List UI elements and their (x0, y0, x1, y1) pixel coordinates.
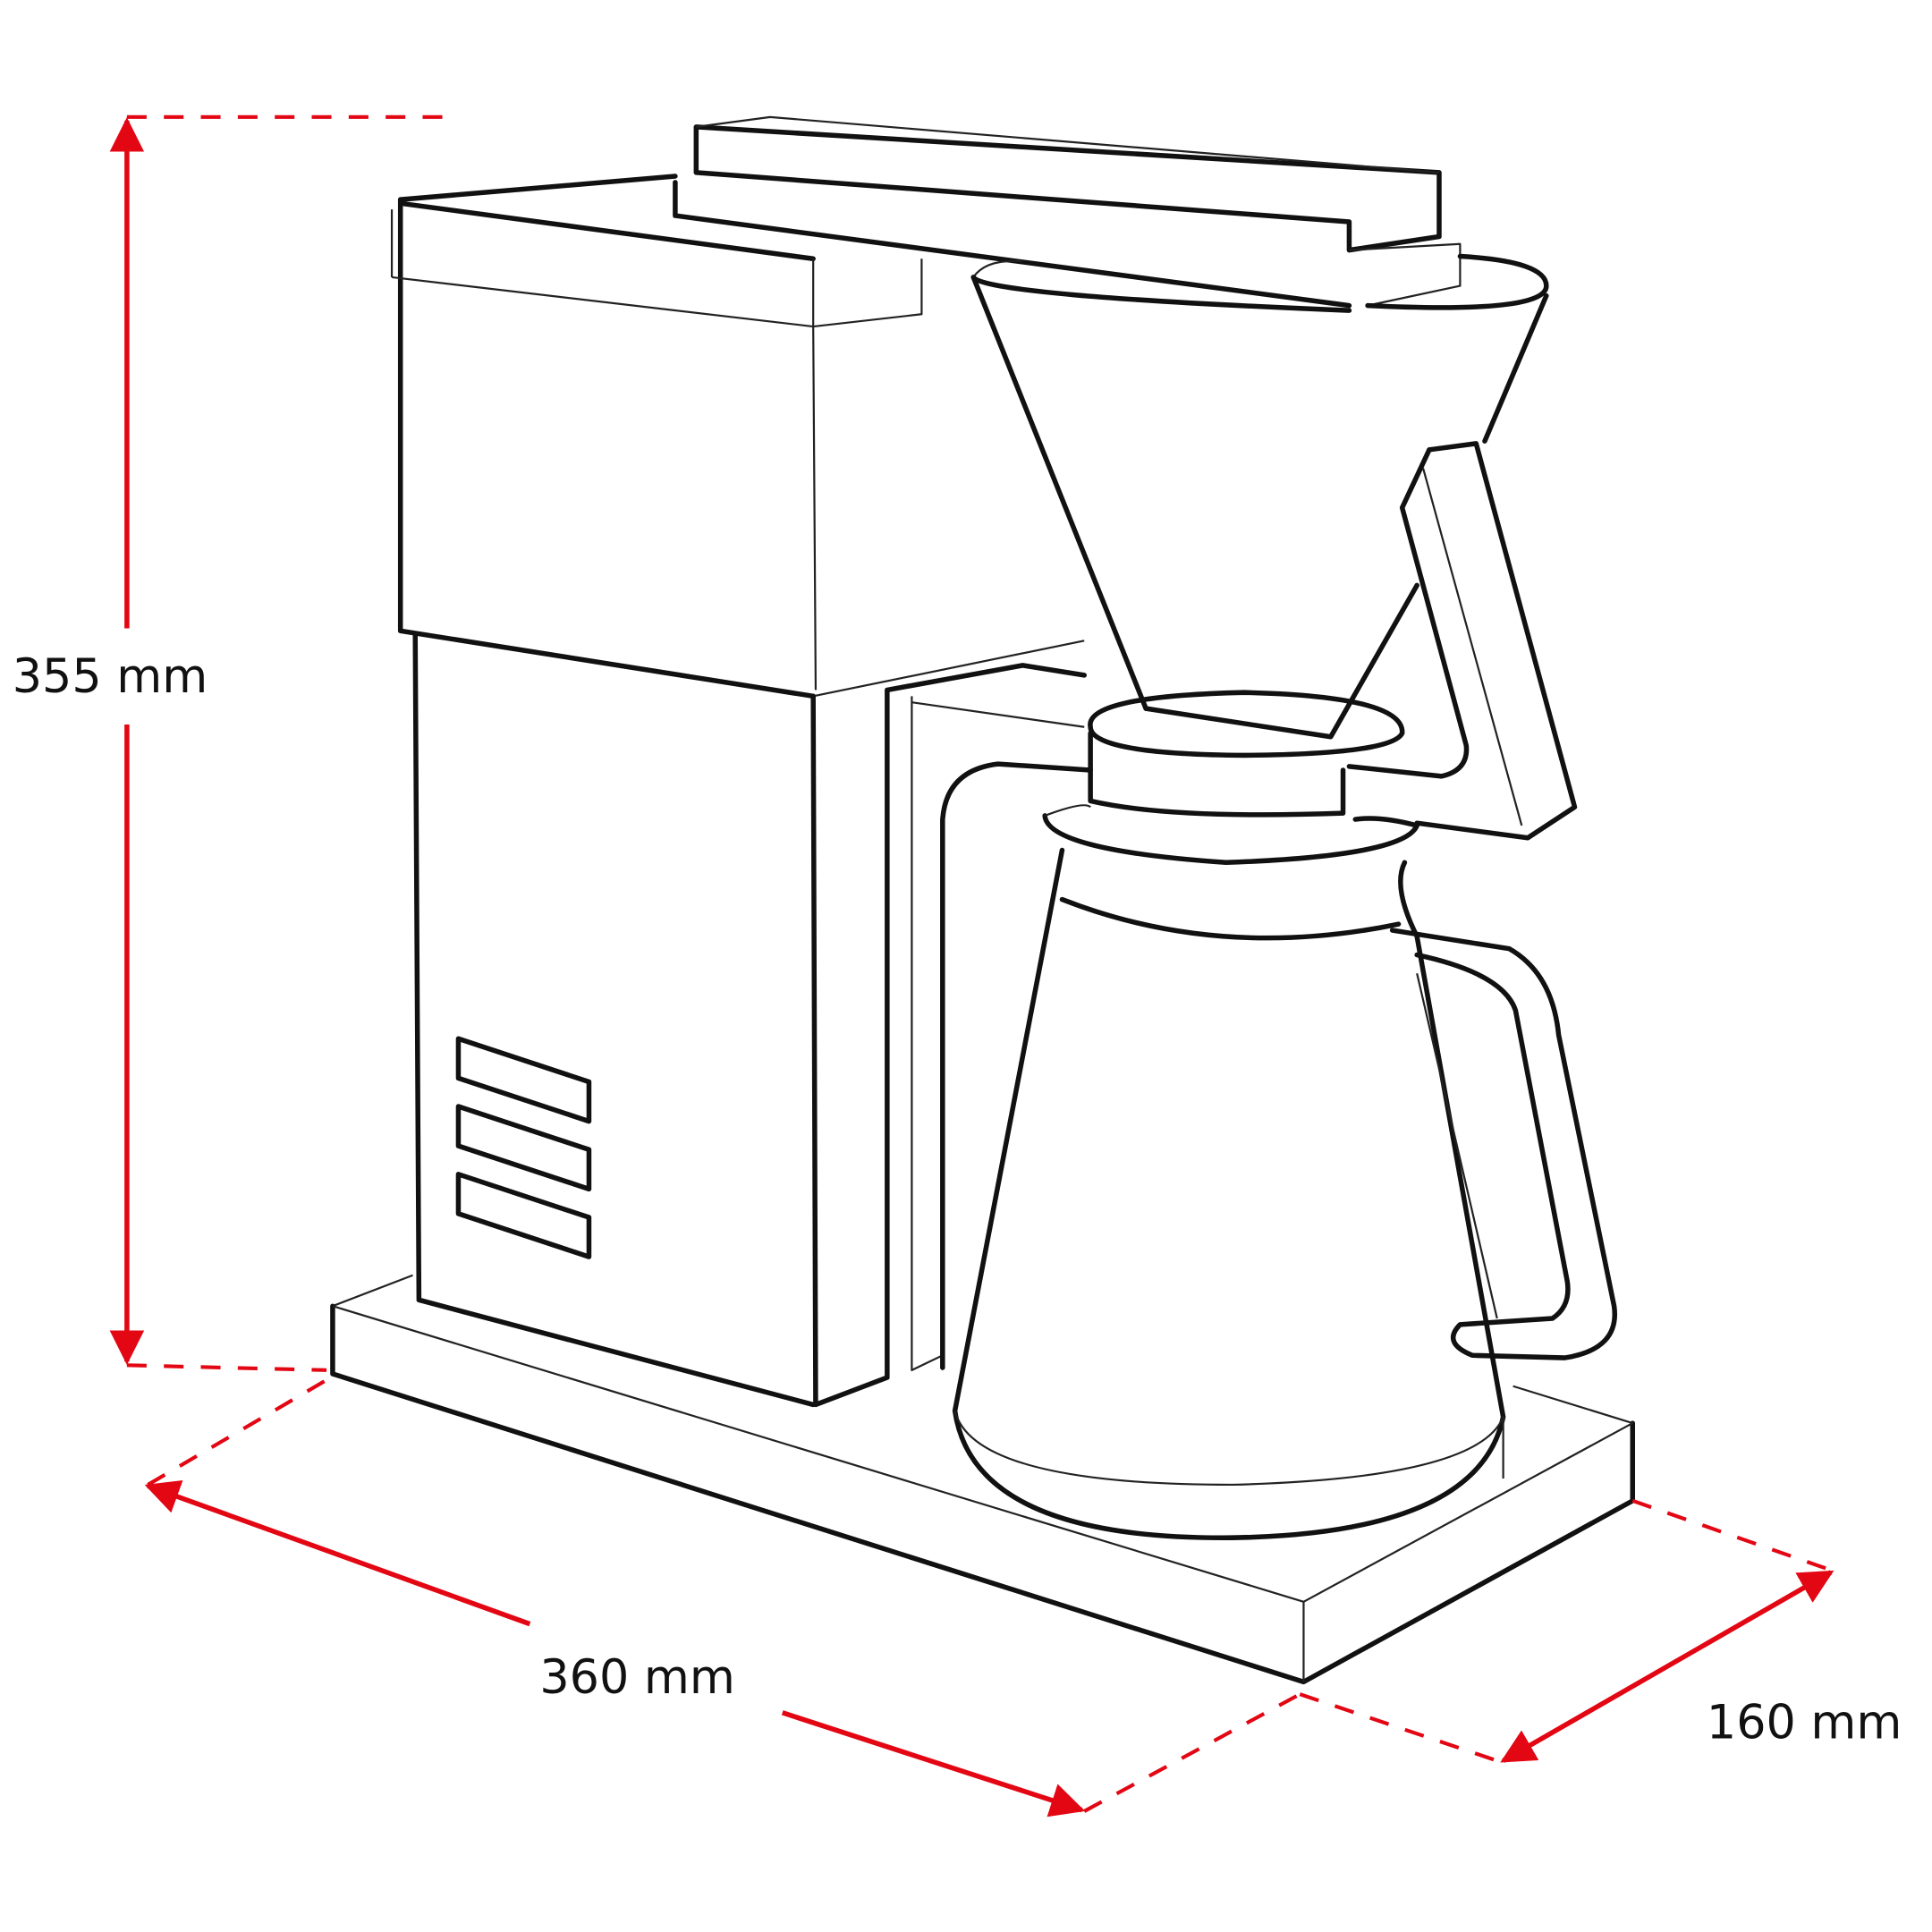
lower-body (412, 631, 1093, 1408)
width-arrow-right (781, 1710, 1086, 1818)
carafe-lid (1042, 813, 1419, 866)
vent-slot (455, 1036, 592, 1124)
depth-arrow (1500, 1570, 1835, 1763)
filter-holder-arm (1346, 441, 1578, 841)
carafe (952, 804, 1618, 1540)
vent-slots (455, 1036, 592, 1259)
vent-slot (455, 1172, 592, 1259)
width-arrow-left (144, 1479, 531, 1627)
base-plate (330, 1274, 1636, 1685)
depth-label: 160 mm (1707, 1696, 1902, 1750)
height-dimension: 355 mm (13, 114, 444, 1372)
height-label: 355 mm (13, 649, 208, 704)
upper-housing (390, 174, 923, 699)
filter-cone (970, 253, 1549, 818)
vent-slot (455, 1104, 592, 1192)
width-label: 360 mm (539, 1650, 734, 1705)
carafe-handle (1389, 928, 1618, 1360)
top-bar (673, 115, 1462, 309)
width-dimension: 360 mm (144, 1378, 1301, 1818)
depth-dimension: 160 mm (1299, 1498, 1902, 1764)
